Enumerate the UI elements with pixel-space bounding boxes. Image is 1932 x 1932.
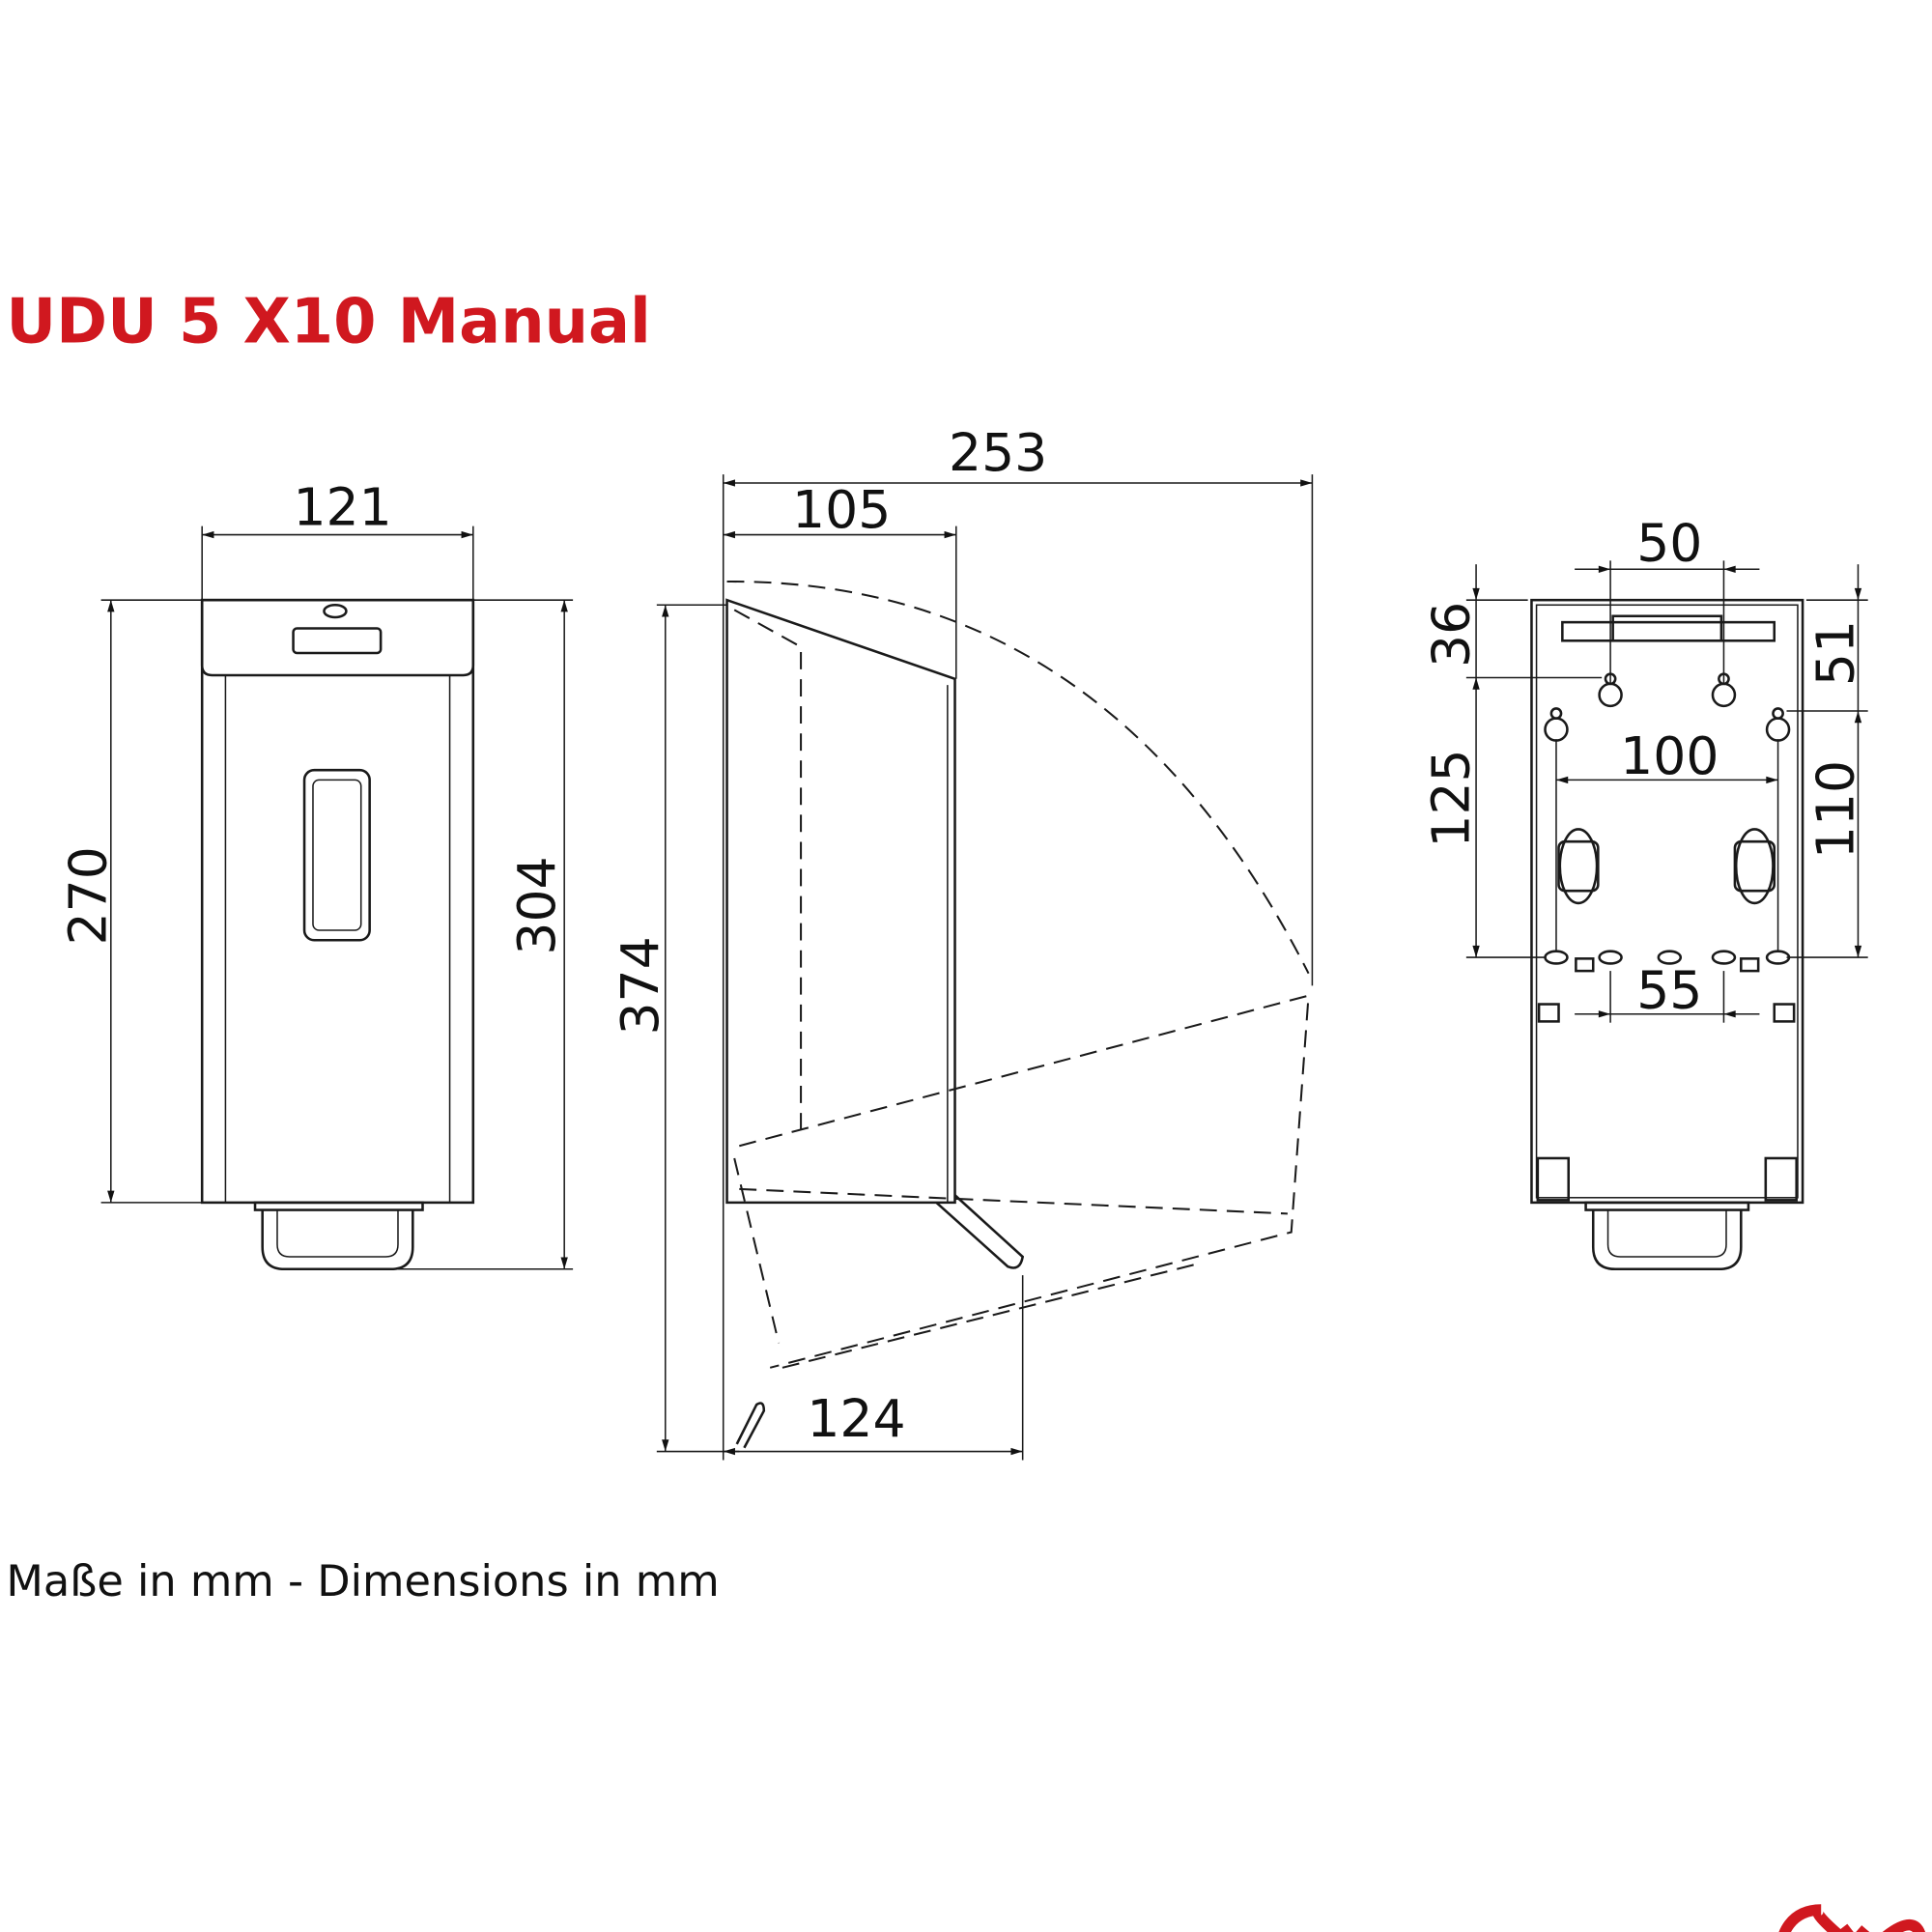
dim-top-to-side-holes: 51 (1804, 620, 1865, 686)
dim-bottom-depth: 124 (807, 1388, 905, 1449)
footer-note: Maße in mm - Dimensions in mm (6, 1556, 719, 1606)
infinity-knot-logo (1778, 1904, 1925, 1932)
back-view: 50 36 125 51 110 100 55 (1420, 512, 1868, 1271)
dim-open-height: 374 (610, 936, 670, 1035)
dim-depth: 105 (792, 479, 891, 540)
dim-holes-vertical: 125 (1420, 749, 1481, 847)
dim-body-height: 270 (58, 846, 119, 945)
dim-total-height: 304 (506, 856, 567, 954)
dim-hole-spacing-top: 50 (1636, 512, 1702, 573)
side-view: 253 105 374 124 (610, 422, 1314, 1461)
dim-side-holes-vertical: 110 (1804, 760, 1865, 859)
dim-open-depth: 253 (949, 422, 1047, 483)
dim-side-holes-horizontal: 100 (1620, 725, 1719, 786)
page-title: UDU 5 X10 Manual (6, 287, 651, 358)
front-view: 121 270 304 (58, 476, 574, 1271)
dim-width: 121 (293, 476, 391, 537)
dim-bottom-holes-spacing: 55 (1636, 959, 1702, 1020)
dim-top-to-holes: 36 (1420, 602, 1481, 668)
